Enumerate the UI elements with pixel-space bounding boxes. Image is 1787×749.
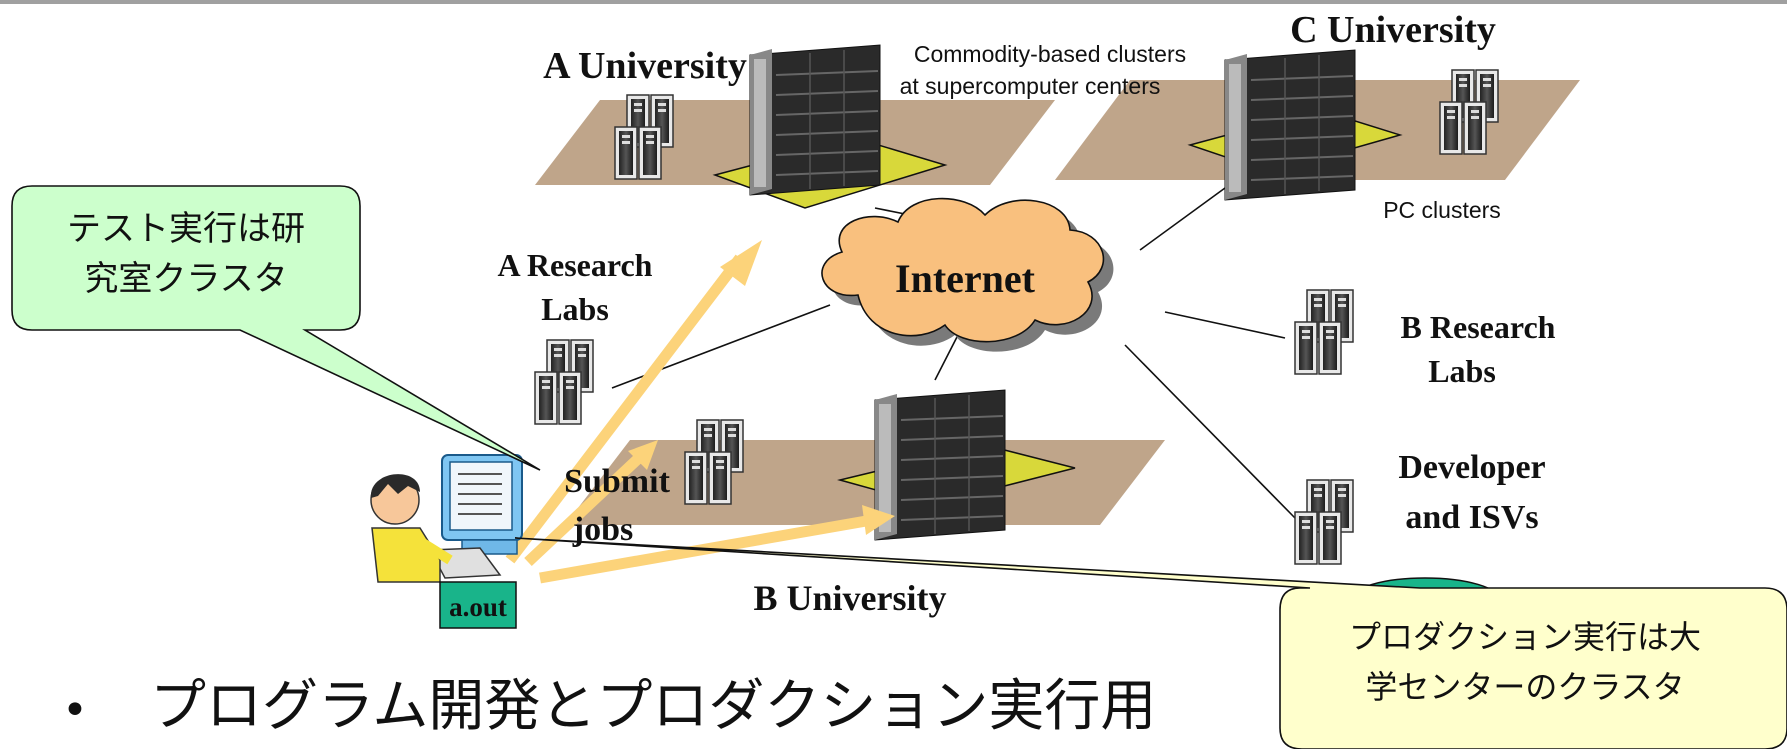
- internet-cloud-icon: [821, 197, 1114, 352]
- commodity-clusters-line1: Commodity-based clusters: [914, 41, 1186, 67]
- commodity-clusters-line2: at supercomputer centers: [900, 73, 1161, 99]
- pc-clusters-label: PC clusters: [1383, 197, 1501, 223]
- a-supercomputer-icon: [749, 44, 881, 196]
- developer-line1: Developer: [1398, 449, 1545, 486]
- b-research-labs-line1: B Research: [1401, 309, 1556, 345]
- top-rule: [0, 0, 1787, 4]
- a-research-pc-cluster-icon: [535, 340, 593, 424]
- b-university-label: B University: [754, 578, 947, 618]
- a-university-label: A University: [543, 45, 747, 87]
- developer-line2: and ISVs: [1405, 499, 1538, 536]
- bullet-text: プログラム開発とプロダクション実行用: [150, 674, 1156, 739]
- aout-label: a.out: [449, 592, 507, 622]
- c-university-label: C University: [1290, 9, 1496, 51]
- submit-jobs-line1: Submit: [564, 463, 670, 500]
- aout-box: [439, 581, 517, 629]
- developer-pc-cluster-icon: [1295, 480, 1353, 564]
- yellow-callout-line2: 学センターのクラスタ: [1365, 668, 1684, 706]
- user-at-computer-icon: [370, 454, 523, 583]
- a-research-labs-line2: Labs: [541, 291, 609, 327]
- green-callout-line2: 究室クラスタ: [84, 259, 287, 299]
- green-callout: [11, 185, 541, 471]
- yellow-callout-line1: プロダクション実行は大: [1349, 618, 1701, 656]
- a-research-labs-line1: A Research: [498, 247, 653, 283]
- c-supercomputer-icon: [1224, 49, 1356, 201]
- bullet-marker: •: [62, 685, 88, 736]
- green-callout-line1: テスト実行は研: [67, 209, 305, 249]
- b-supercomputer-icon: [874, 389, 1006, 541]
- internet-label: Internet: [895, 256, 1036, 301]
- b-research-labs-line2: Labs: [1428, 353, 1496, 389]
- b-research-pc-cluster-icon: [1295, 290, 1353, 374]
